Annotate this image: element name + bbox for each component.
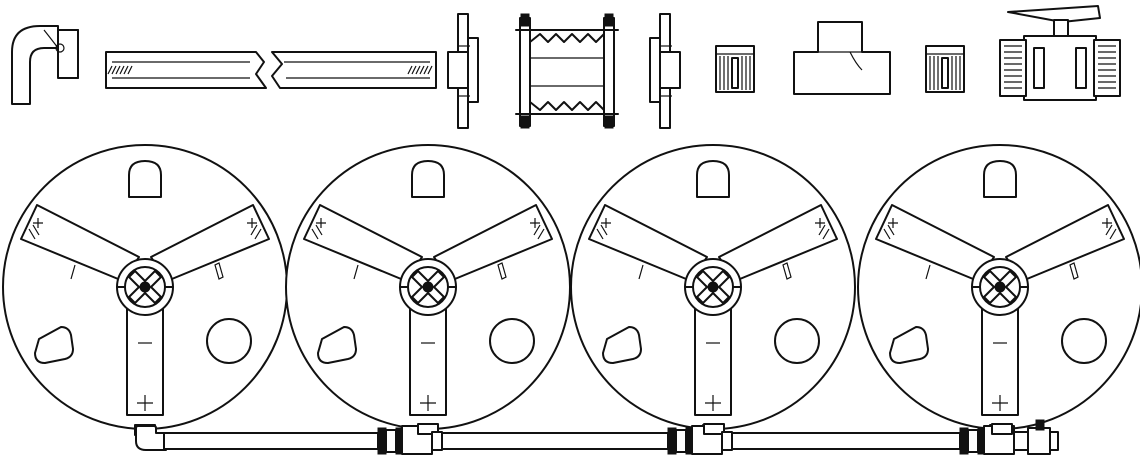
tank-lid-icon bbox=[570, 144, 856, 442]
flange-adapter-icon bbox=[447, 13, 479, 129]
pipe-tee-icon bbox=[793, 21, 891, 95]
bellows-expansion-joint-icon bbox=[515, 13, 619, 129]
fittings-row bbox=[11, 5, 1121, 129]
threaded-nipple-icon bbox=[925, 45, 965, 93]
tank-lid-icon bbox=[285, 144, 571, 442]
threaded-nipple-icon bbox=[715, 45, 755, 93]
connecting-manifold-icon bbox=[135, 419, 1059, 455]
flange-adapter-icon bbox=[649, 13, 681, 129]
pipe-elbow-icon bbox=[11, 25, 79, 105]
tank-lid-icon bbox=[857, 144, 1140, 442]
pipe-segment-icon bbox=[105, 51, 437, 89]
ball-valve-icon bbox=[999, 5, 1121, 101]
tank-lid-icon bbox=[2, 144, 288, 442]
